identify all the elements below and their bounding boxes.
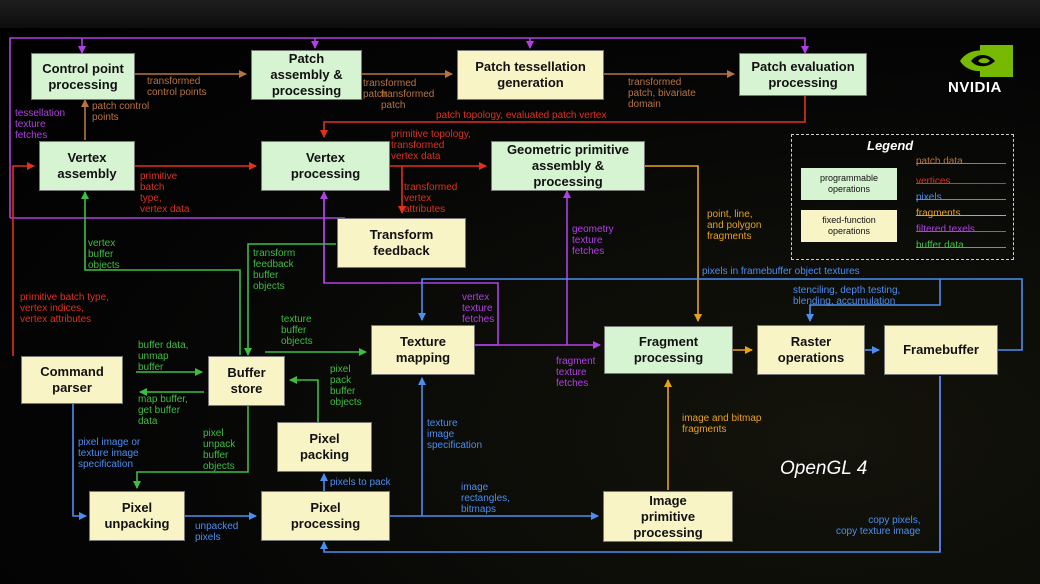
label-vertex-buffer-objects: vertex buffer objects: [88, 238, 120, 271]
label-primitive-topology: primitive topology, transformed vertex d…: [391, 129, 471, 162]
blue-fb-to-texture: [418, 278, 1023, 351]
nvidia-wordmark: NVIDIA: [948, 79, 1002, 96]
label-point-line-polygon: point, line, and polygon fragments: [707, 209, 762, 242]
label-patch-topology: patch topology, evaluated patch vertex: [436, 110, 607, 121]
label-transformed-patch-2: transformed patch: [381, 89, 435, 111]
label-transformed-control-points: transformed control points: [147, 76, 207, 98]
buffer-store-box: Buffer store: [208, 356, 285, 406]
orange-gp-to-fp: [645, 165, 702, 322]
fragment-processing-box: Fragment processing: [604, 326, 733, 374]
legend-item-vertices: vertices: [916, 177, 1006, 189]
legend-item-fragments: fragments: [916, 209, 1006, 221]
label-copy-pixels: copy pixels, copy texture image: [836, 515, 921, 537]
patch-tessellation-box: Patch tessellation generation: [457, 50, 604, 100]
raster-operations-box: Raster operations: [757, 325, 865, 375]
label-transform-feedback-buffer-objects: transform feedback buffer objects: [253, 248, 296, 292]
label-image-bitmap-fragments: image and bitmap fragments: [682, 413, 762, 435]
green-bs-to-unpack: [133, 403, 249, 489]
legend-item-buffer-data: buffer data: [916, 241, 1006, 253]
red-cmd-to-va: [12, 162, 35, 356]
green-packing-to-bs: [289, 376, 319, 422]
legend-item-patch-data: patch data: [916, 157, 1006, 169]
pixel-processing-box: Pixel processing: [261, 491, 390, 541]
label-primitive-batch-type: primitive batch type, vertex data: [140, 171, 190, 215]
label-pixel-unpack-buffer-objects: pixel unpack buffer objects: [203, 428, 236, 472]
label-vertex-texture-fetches: vertex texture fetches: [462, 292, 495, 325]
label-transformed-patch: transformed patch: [363, 78, 417, 100]
label-buffer-data-unmap: buffer data, unmap buffer: [138, 340, 189, 373]
image-primitive-box: Image primitive processing: [603, 491, 733, 542]
vertex-processing-box: Vertex processing: [261, 141, 390, 191]
green-tf-to-bs: [244, 243, 336, 356]
legend-label-buffer-data: buffer data: [916, 240, 964, 251]
geometric-primitive-box: Geometric primitive assembly & processin…: [491, 141, 645, 191]
vertex-assembly-box: Vertex assembly: [39, 141, 135, 191]
nvidia-eye-icon: [960, 45, 1013, 77]
label-transformed-vertex-attributes: transformed vertex attributes: [404, 182, 458, 215]
legend: Legend programmable operations fixed-fun…: [791, 134, 1014, 260]
pixel-packing-box: Pixel packing: [277, 422, 372, 472]
blue-fb-to-raster: [806, 279, 941, 322]
label-pixels-in-fbo: pixels in framebuffer object textures: [702, 266, 860, 277]
label-tessellation-texture-fetches: tessellation texture fetches: [15, 108, 66, 141]
texture-mapping-box: Texture mapping: [371, 325, 475, 375]
legend-label-fragments: fragments: [916, 208, 961, 219]
patch-assembly-box: Patch assembly & processing: [251, 50, 362, 100]
label-image-rectangles: image rectangles, bitmaps: [461, 482, 510, 515]
pixel-unpacking-box: Pixel unpacking: [89, 491, 185, 541]
framebuffer-box: Framebuffer: [884, 325, 998, 375]
legend-title: Legend: [867, 138, 914, 153]
label-geometry-texture-fetches: geometry texture fetches: [572, 224, 614, 257]
legend-label-filtered-texels: filtered texels: [916, 224, 975, 235]
legend-label-pixels: pixels: [916, 192, 942, 203]
label-fragment-texture-fetches: fragment texture fetches: [556, 356, 596, 389]
label-primitive-batch-indices: primitive batch type, vertex indices, ve…: [20, 292, 109, 325]
label-pixel-image-spec: pixel image or texture image specificati…: [78, 437, 141, 470]
label-transformed-patch-bivariate: transformed patch, bivariate domain: [628, 77, 696, 110]
legend-label-patch-data: patch data: [916, 156, 963, 167]
patch-evaluation-box: Patch evaluation processing: [739, 53, 867, 96]
legend-programmable-box: programmable operations: [801, 168, 897, 200]
slide-title: OpenGL 4: [780, 458, 868, 479]
legend-item-pixels: pixels: [916, 193, 1006, 205]
label-texture-image-spec: texture image specification: [427, 418, 483, 451]
green-bs-to-va: [81, 191, 241, 355]
label-patch-control-points: patch control points: [92, 101, 150, 123]
blue-cmd-to-unpack: [72, 404, 87, 520]
legend-fixed-function-box: fixed-function operations: [801, 210, 897, 242]
nvidia-logo: NVIDIA: [946, 44, 1030, 100]
command-parser-box: Command parser: [21, 356, 123, 404]
label-texture-buffer-objects: texture buffer objects: [281, 314, 313, 347]
transform-feedback-box: Transform feedback: [337, 218, 466, 268]
label-pixel-pack-buffer-objects: pixel pack buffer objects: [330, 364, 362, 408]
legend-item-filtered-texels: filtered texels: [916, 225, 1006, 237]
blue-fb-copy: [320, 376, 941, 553]
label-map-buffer: map buffer, get buffer data: [138, 394, 188, 427]
red-pe-to-vp: [320, 96, 806, 138]
slide-top-band: [0, 0, 1040, 28]
control-point-processing-box: Control point processing: [31, 53, 135, 100]
label-stenciling: stenciling, depth testing, blending, acc…: [793, 285, 901, 307]
purple-top-bus: [9, 37, 809, 218]
label-pixels-to-pack: pixels to pack: [330, 477, 391, 488]
label-unpacked-pixels: unpacked pixels: [195, 521, 239, 543]
legend-label-vertices: vertices: [916, 176, 951, 187]
